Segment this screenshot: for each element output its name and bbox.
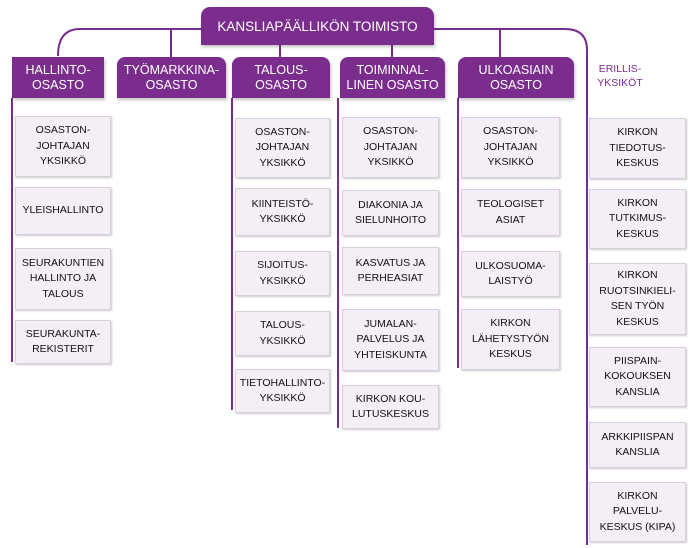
dept-hallinto: HALLINTO- OSASTO <box>12 57 104 98</box>
unit-box: KIRKON RUOTSINKIELI- SEN TYÖN KESKUS <box>589 263 686 335</box>
unit-box: PIISPAIN- KOKOUKSEN KANSLIA <box>589 347 686 407</box>
unit-box: ARKKIPIISPAN KANSLIA <box>589 422 686 468</box>
unit-box: YLEISHALLINTO <box>15 187 111 235</box>
unit-box: KIRKON TUTKIMUS- KESKUS <box>589 189 686 249</box>
unit-box: OSASTON- JOHTAJAN YKSIKKÖ <box>342 117 439 178</box>
unit-box: OSASTON- JOHTAJAN YKSIKKÖ <box>15 116 111 177</box>
separate-units-label: ERILLIS- YKSIKÖT <box>597 63 643 89</box>
chief-office-box: KANSLIAPÄÄLLIKÖN TOIMISTO <box>201 7 434 45</box>
unit-box: TEOLOGISET ASIAT <box>461 189 560 236</box>
unit-box: KIRKON KOU- LUTUSKESKUS <box>342 385 439 429</box>
unit-box: DIAKONIA JA SIELUNHOITO <box>342 190 439 236</box>
unit-box: TIETOHALLINTO- YKSIKKÖ <box>235 369 330 413</box>
unit-box: OSASTON- JOHTAJAN YKSIKKÖ <box>235 118 330 178</box>
unit-box: TALOUS- YKSIKKÖ <box>235 311 330 356</box>
dept-ulkoasiain: ULKOASIAIN OSASTO <box>458 57 574 98</box>
unit-box: JUMALAN- PALVELUS JA YHTEISKUNTA <box>342 309 439 371</box>
unit-box: SEURAKUNTA- REKISTERIT <box>15 320 111 364</box>
unit-box: KIRKON LÄHETYSTYÖN KESKUS <box>461 309 560 370</box>
dept-toiminnallinen: TOIMINNAL- LINEN OSASTO <box>340 57 445 98</box>
unit-box: SEURAKUNTIEN HALLINTO JA TALOUS <box>15 248 111 310</box>
unit-box: SIJOITUS- YKSIKKÖ <box>235 251 330 296</box>
dept-tyomarkkina: TYÖMARKKINA- OSASTO <box>117 57 226 98</box>
unit-box: KASVATUS JA PERHEASIAT <box>342 247 439 295</box>
dept-talous: TALOUS- OSASTO <box>232 57 330 98</box>
unit-box: ULKOSUOMA- LAISTYÖ <box>461 251 560 297</box>
connector-main <box>57 28 588 545</box>
unit-box: KIRKON TIEDOTUS- KESKUS <box>589 118 686 179</box>
unit-box: OSASTON- JOHTAJAN YKSIKKÖ <box>461 117 560 178</box>
unit-box: KIRKON PALVELU- KESKUS (KIPA) <box>589 482 686 542</box>
unit-box: KIINTEISTÖ- YKSIKKÖ <box>235 188 330 236</box>
